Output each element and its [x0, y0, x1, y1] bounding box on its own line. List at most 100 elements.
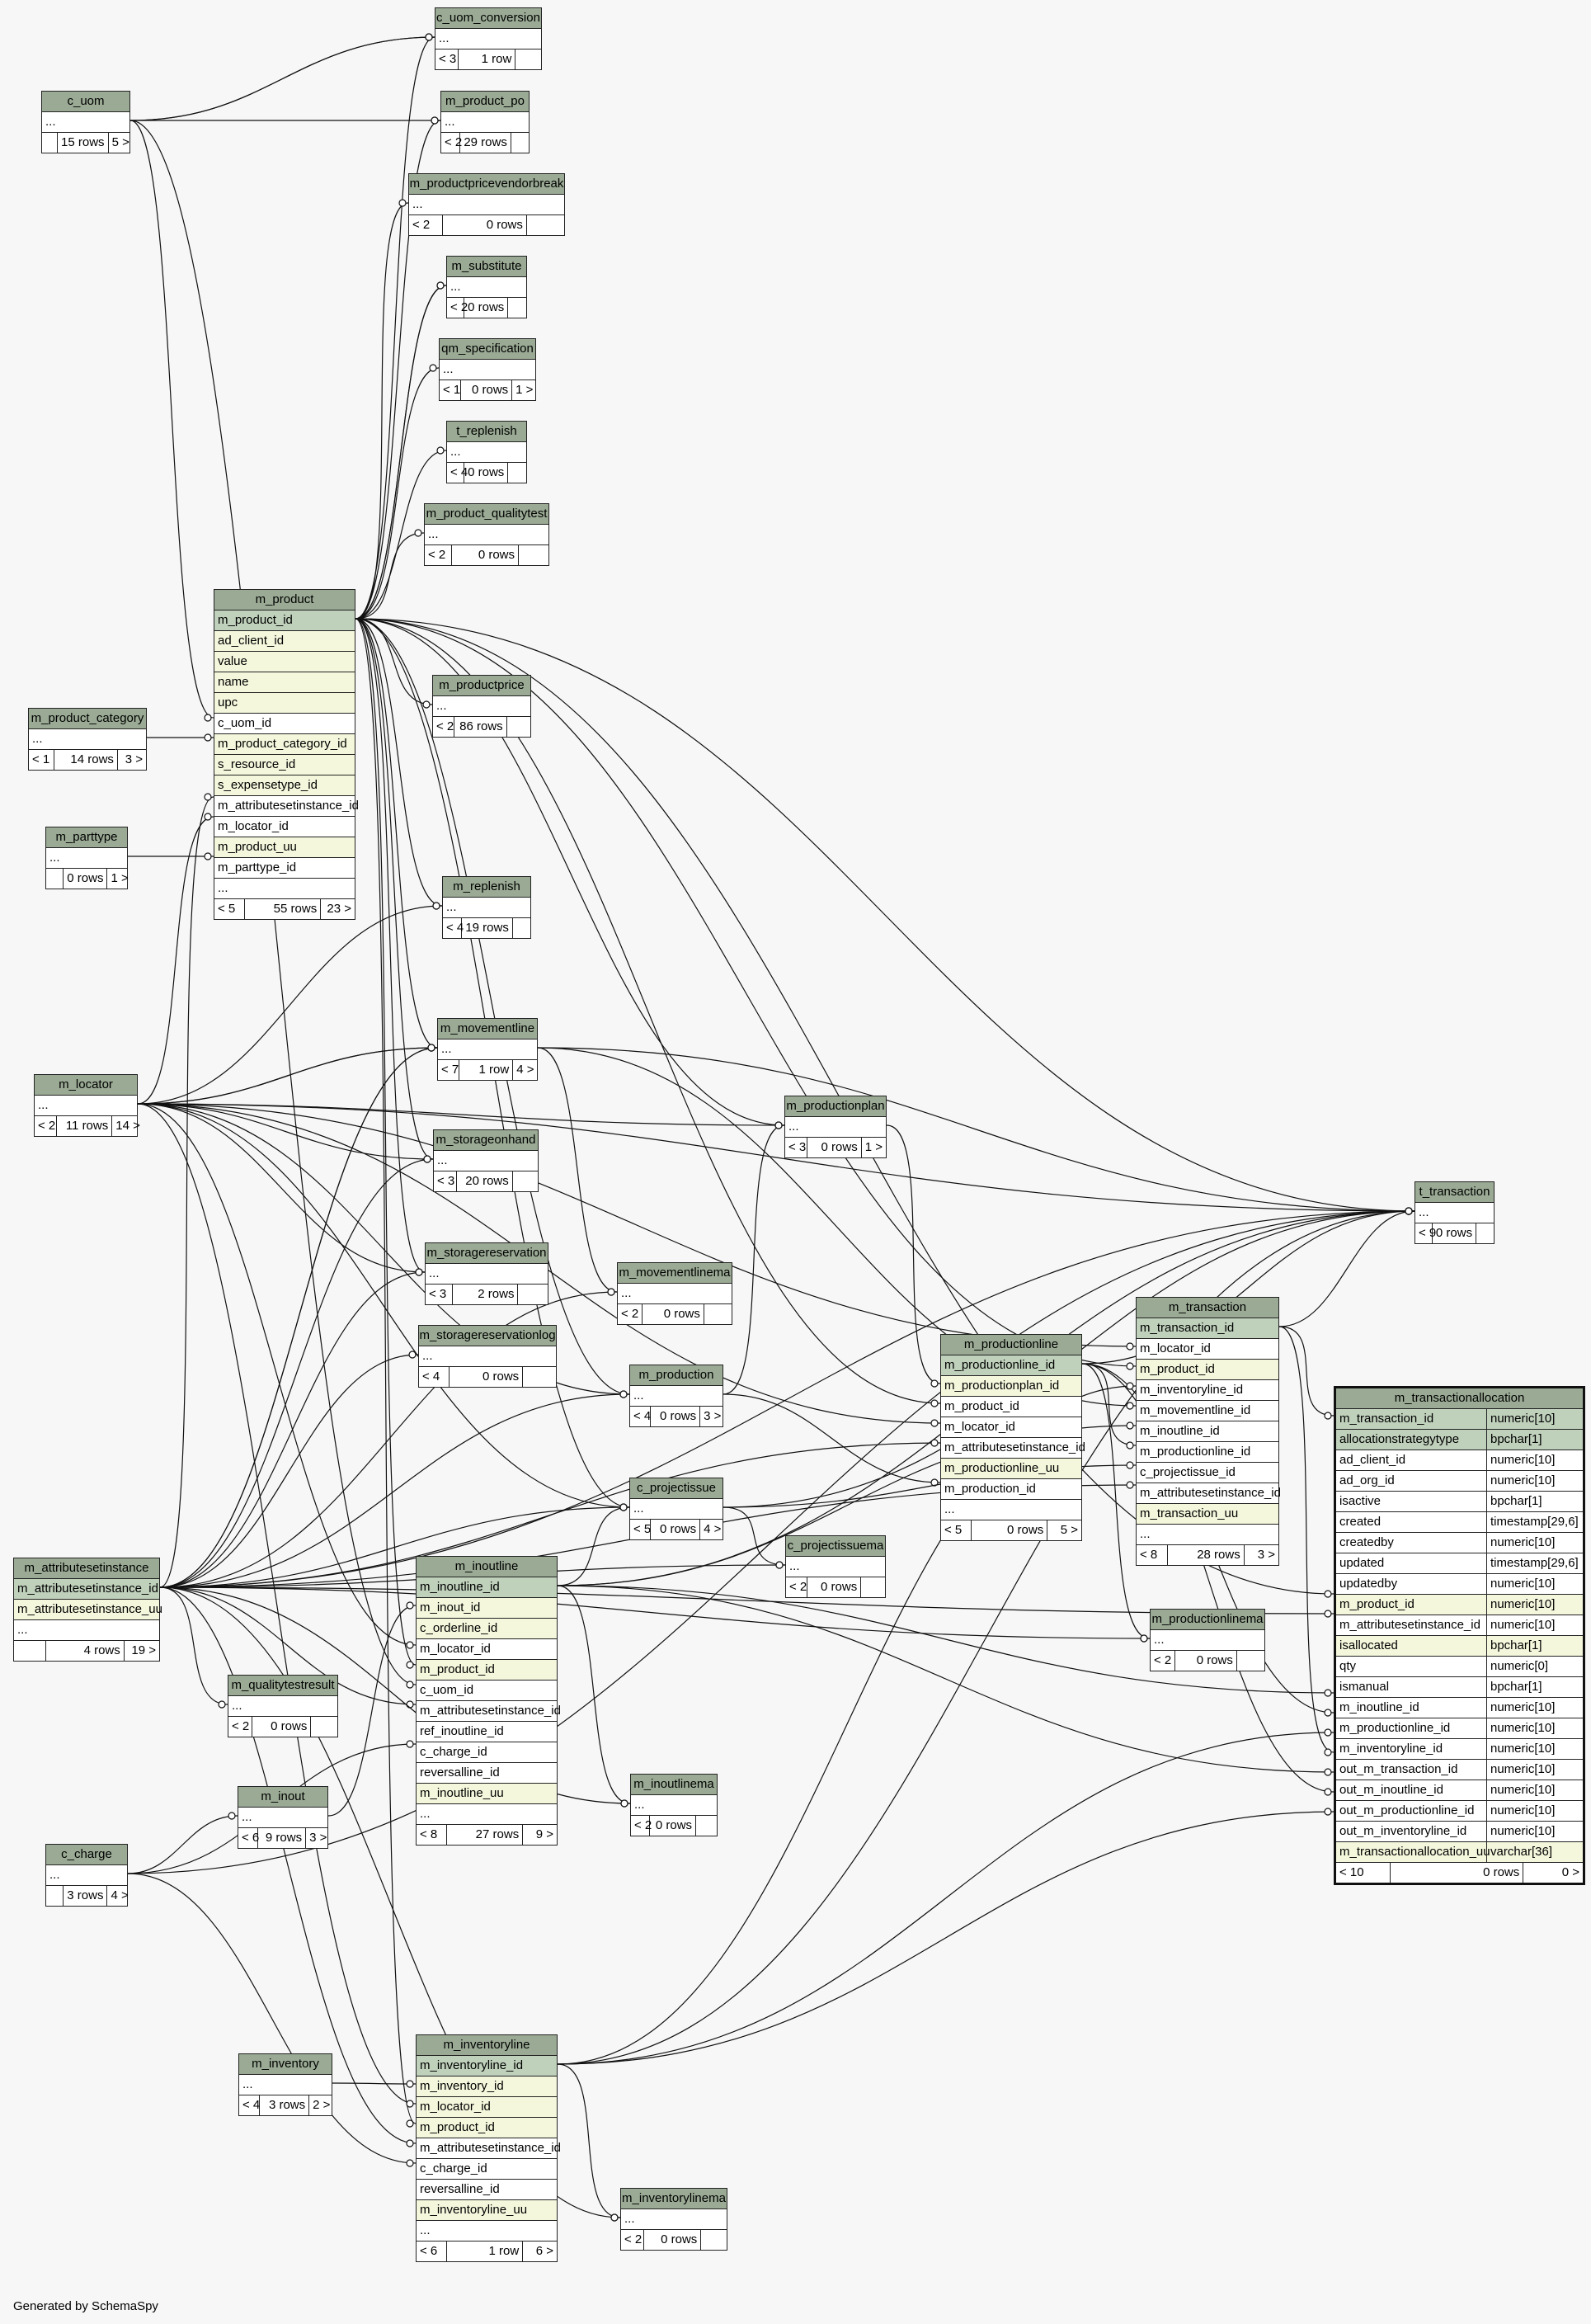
table-name: t_replenish: [447, 422, 526, 442]
children-count: [527, 215, 564, 235]
relationship-line: [159, 1586, 417, 2144]
children-count: [704, 1304, 732, 1324]
relationship-line: [355, 618, 417, 1666]
column-type: numeric[10]: [1486, 1698, 1555, 1718]
column-ellipsis: ...: [433, 696, 530, 717]
relationship-line: [1278, 1326, 1334, 1417]
cardinality-marker: [406, 2139, 414, 2147]
relationship-line: [557, 1585, 1334, 1694]
column-ellipsis: ...: [447, 442, 526, 463]
row-count: 0 rows: [1175, 1651, 1237, 1671]
cardinality-marker: [425, 33, 433, 41]
column-name: ad_client_id: [1339, 1453, 1406, 1467]
column-ellipsis: ...: [785, 1117, 886, 1138]
column-m-product-id: m_product_id: [941, 1397, 1081, 1417]
cardinality-marker: [406, 1740, 414, 1748]
cardinality-marker: [406, 2080, 414, 2088]
table-name: m_qualitytestresult: [228, 1676, 337, 1696]
relationship-line: [159, 1586, 417, 1705]
parents-count: < 2: [409, 215, 444, 235]
cardinality-marker: [436, 446, 445, 455]
column-c-uom-id: c_uom_id: [214, 714, 355, 734]
relationship-line: [355, 202, 409, 620]
column-m-productionline-id: m_productionline_id: [941, 1355, 1081, 1376]
relationship-line: [137, 1103, 630, 1508]
table-name: m_product: [214, 590, 355, 610]
column-m-attributesetinstance-id: m_attributesetinstance_id: [941, 1438, 1085, 1459]
cardinality-marker: [1324, 1788, 1332, 1796]
column-m-inout-id: m_inout_id: [417, 1598, 557, 1619]
cardinality-marker: [406, 2119, 414, 2128]
relationship-line: [355, 618, 630, 1395]
table-name: m_locator: [35, 1075, 137, 1096]
cardinality-marker: [1324, 1590, 1332, 1598]
cardinality-marker: [1324, 1689, 1332, 1697]
column-name: ...: [412, 197, 423, 211]
column-type: bpchar[1]: [1486, 1430, 1542, 1450]
row-count: 14 rows: [54, 750, 118, 770]
footer-credit: Generated by SchemaSpy: [13, 2299, 158, 2313]
column-m-locator-id: m_locator_id: [417, 2097, 557, 2118]
row-count: 0 rows: [252, 1717, 312, 1737]
row-count: 0 rows: [443, 215, 527, 235]
relationship-line: [537, 1047, 1415, 1212]
row-count: 3 rows: [260, 2095, 310, 2115]
cardinality-marker: [406, 1601, 414, 1610]
parents-count: < 4: [630, 1407, 651, 1426]
relationship-line: [137, 1103, 417, 2105]
relationship-line: [355, 36, 435, 620]
table-name: m_parttype: [46, 827, 127, 848]
relationship-line: [557, 1506, 630, 1586]
cardinality-marker: [429, 364, 437, 372]
cardinality-marker: [436, 281, 445, 290]
column-name: m_transaction_id: [1339, 1412, 1434, 1426]
cardinality-marker: [218, 1700, 226, 1709]
row-count: 0 rows: [807, 1138, 862, 1157]
column-name: ...: [450, 280, 461, 294]
